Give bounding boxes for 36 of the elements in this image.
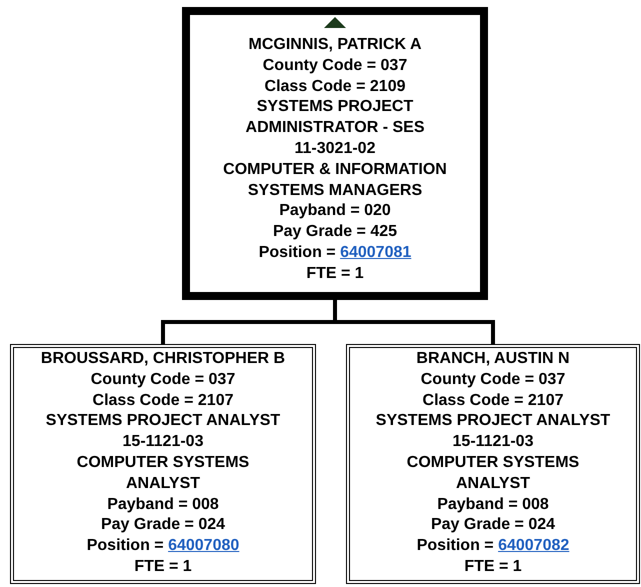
position-card [182, 7, 488, 300]
card-text: Pay Grade = 024 [100, 515, 226, 536]
position-label: Position = [258, 244, 337, 261]
card-text: Pay Grade = 024 [430, 515, 556, 536]
card-text: County Code = 037 [262, 56, 408, 76]
card-text: Class Code = 2107 [422, 390, 564, 411]
card-text: Class Code = 2107 [92, 390, 234, 411]
card-text: FTE = 1 [134, 556, 192, 577]
card-text: 15-1121-03 [122, 432, 204, 452]
card-text: 11-3021-02 [294, 138, 376, 159]
card-text: COMPUTER SYSTEMS ANALYST [406, 452, 580, 494]
card-text: County Code = 037 [420, 370, 566, 390]
card-text: Class Code = 2109 [264, 76, 406, 97]
card-text: 15-1121-03 [452, 432, 534, 452]
card-text: COMPUTER SYSTEMS ANALYST [76, 452, 250, 494]
position-card [346, 344, 640, 584]
card-text: SYSTEMS PROJECT ANALYST [46, 411, 280, 432]
card-text: SYSTEMS PROJECT ADMINISTRATOR - SES [244, 97, 426, 138]
card-text: FTE = 1 [464, 556, 522, 577]
card-text: Payband = 020 [279, 201, 391, 222]
position-link: 64007080 [168, 537, 240, 554]
position-link: 64007082 [498, 537, 570, 554]
card-text: FTE = 1 [306, 264, 364, 284]
card-text: Pay Grade = 425 [272, 222, 398, 242]
card-text: SYSTEMS PROJECT ANALYST [376, 411, 610, 432]
position-link: 64007081 [340, 244, 412, 261]
card-text: Payband = 008 [107, 494, 219, 515]
card-text: Payband = 008 [437, 494, 549, 515]
employee-name: MCGINNIS, PATRICK A [248, 35, 422, 55]
position-label: Position = [416, 537, 495, 554]
card-text: County Code = 037 [90, 370, 236, 390]
employee-name: BROUSSARD, CHRISTOPHER B [40, 349, 286, 369]
position-label: Position = [86, 537, 165, 554]
employee-name: BRANCH, AUSTIN N [416, 349, 570, 369]
card-text: COMPUTER & INFORMATION SYSTEMS MANAGERS [222, 160, 448, 201]
position-card [10, 344, 316, 584]
